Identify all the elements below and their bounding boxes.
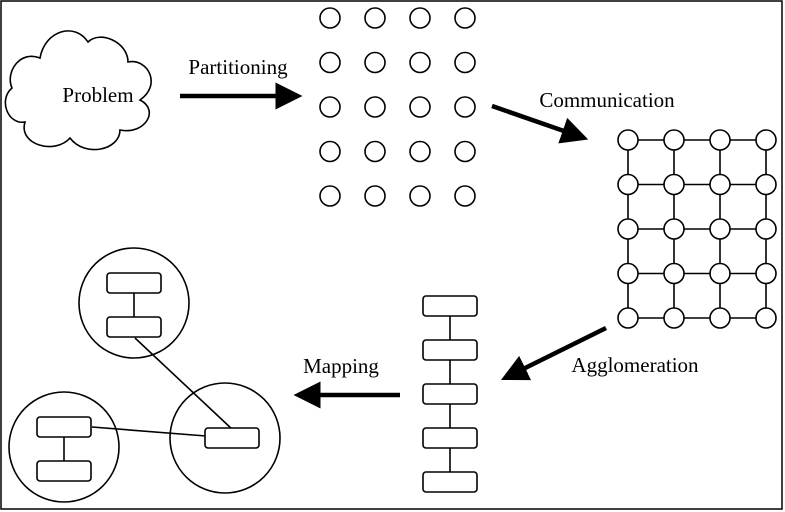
processor-circle	[8, 391, 120, 503]
partition-task	[319, 7, 341, 29]
partition-task	[454, 185, 476, 207]
agglomerated-task	[422, 339, 478, 361]
communication-task	[663, 262, 685, 285]
communication-task	[617, 129, 639, 151]
agglomerated-task	[422, 295, 478, 317]
partition-task	[364, 140, 386, 163]
mapping-link	[91, 426, 207, 437]
agglomeration-label: Agglomeration	[571, 353, 699, 377]
task-box	[106, 272, 162, 294]
partition-task	[319, 51, 341, 74]
communication-task	[755, 129, 777, 151]
agglomerated-task	[422, 383, 478, 405]
partition-task	[409, 96, 431, 118]
partition-task	[364, 51, 386, 74]
communication-task	[663, 218, 685, 240]
partition-task	[409, 51, 431, 74]
communication-task	[755, 218, 777, 240]
task-box	[106, 316, 162, 338]
communication-task	[709, 218, 731, 240]
partition-grid	[319, 7, 476, 207]
communication-task	[755, 173, 777, 196]
mapping-result	[8, 247, 281, 503]
agglomeration-chain	[422, 295, 478, 493]
communication-grid	[617, 129, 777, 329]
partition-task	[364, 7, 386, 29]
communication-label: Communication	[539, 88, 675, 112]
partition-task	[454, 51, 476, 74]
partition-task	[364, 96, 386, 118]
communication-task	[617, 173, 639, 196]
communication-task	[709, 262, 731, 285]
mapping-link	[134, 337, 234, 431]
partition-task	[319, 96, 341, 118]
communication-task	[617, 218, 639, 240]
communication-task	[663, 173, 685, 196]
partition-task	[454, 96, 476, 118]
problem-cloud	[4, 30, 152, 151]
communication-task	[709, 307, 731, 329]
communication-task	[755, 262, 777, 285]
partition-task	[319, 185, 341, 207]
mapping-label: Mapping	[303, 354, 379, 378]
partition-task	[364, 185, 386, 207]
processor-circle	[169, 382, 281, 494]
partition-task	[454, 140, 476, 163]
agglomeration-arrow	[500, 325, 607, 381]
task-box	[204, 427, 260, 449]
partition-task	[319, 140, 341, 163]
agglomerated-task	[422, 471, 478, 493]
processor-circle	[78, 247, 190, 359]
partition-task	[454, 7, 476, 29]
partition-task	[409, 7, 431, 29]
communication-task	[617, 262, 639, 285]
agglomerated-task	[422, 427, 478, 449]
partition-task	[409, 140, 431, 163]
communication-task	[755, 307, 777, 329]
communication-task	[663, 129, 685, 151]
communication-task	[663, 307, 685, 329]
partitioning-label: Partitioning	[188, 55, 288, 79]
communication-task	[709, 129, 731, 151]
task-box	[36, 460, 92, 482]
communication-arrow	[491, 103, 589, 144]
partition-task	[409, 185, 431, 207]
communication-task	[709, 173, 731, 196]
communication-task	[617, 307, 639, 329]
problem-label: Problem	[62, 83, 133, 107]
task-box	[36, 416, 92, 438]
